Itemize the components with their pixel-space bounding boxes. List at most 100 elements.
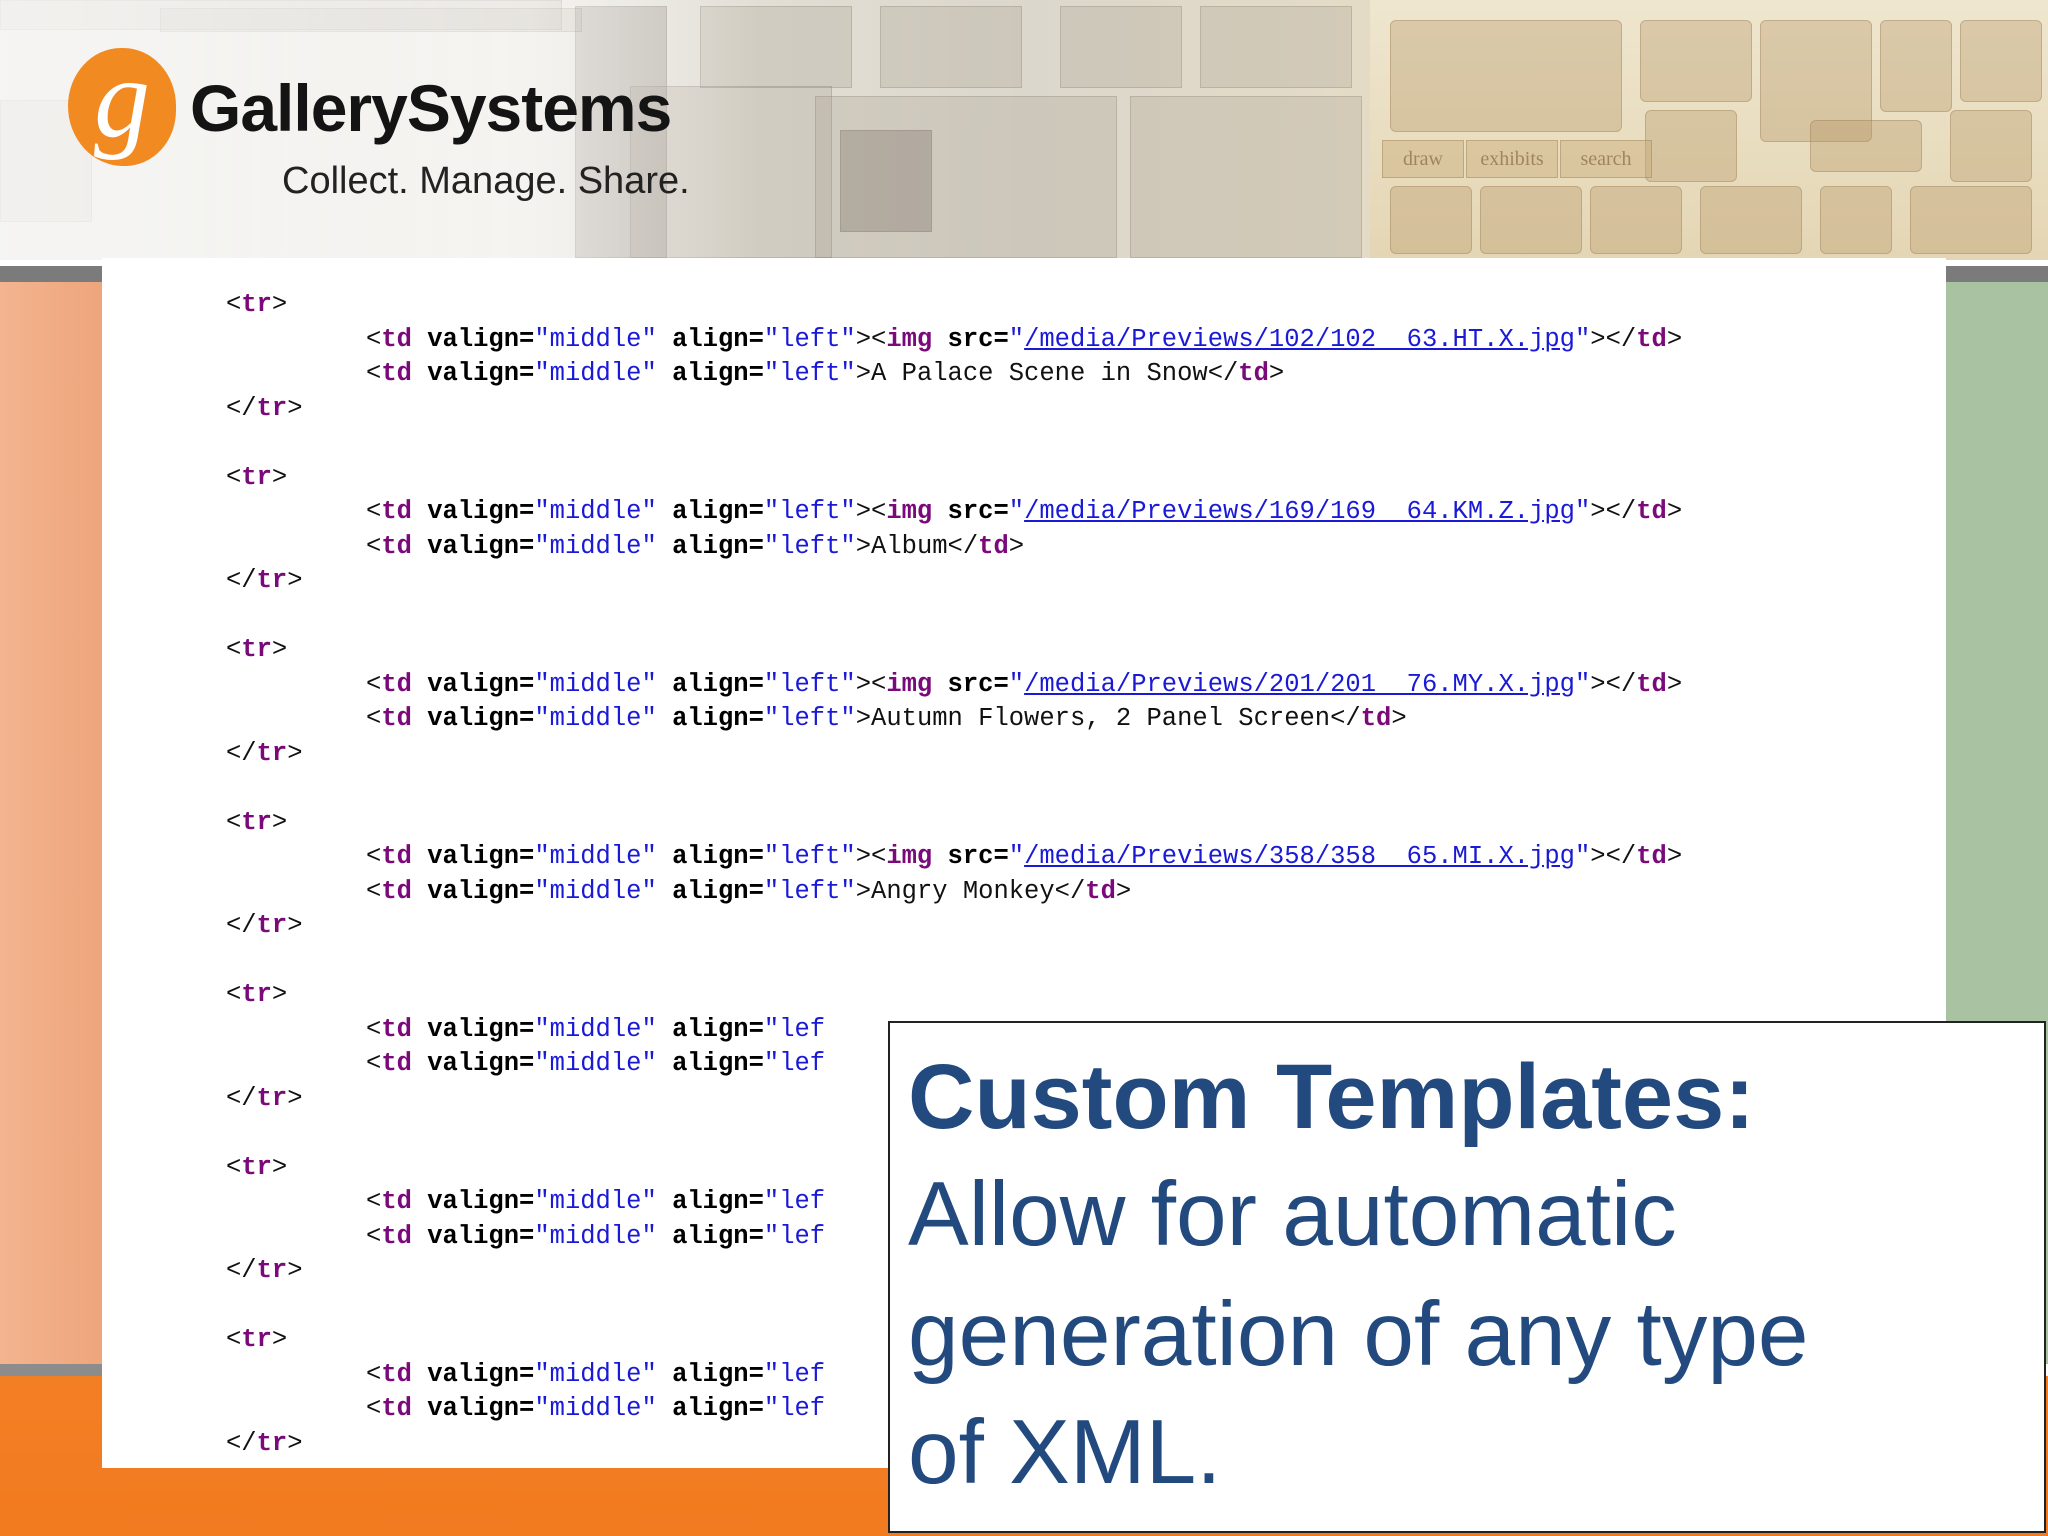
object-title: Album (871, 531, 948, 561)
tag-name: tr (256, 911, 288, 940)
attr-value: "middle" (534, 1359, 657, 1389)
attr-name: valign= (411, 669, 535, 699)
attr-value: "left" (763, 704, 856, 733)
attr-name: valign= (411, 1187, 535, 1216)
banner-object-thumbnail (1645, 110, 1737, 182)
banner-gallery-panel: draw exhibits search (1370, 0, 2048, 260)
object-title: Autumn Flowers, 2 Panel Screen (871, 704, 1331, 733)
tag-name: tr (256, 393, 288, 423)
callout-line: of XML. (908, 1402, 1222, 1503)
tag-name: tr (241, 980, 272, 1009)
attr-name: align= (656, 876, 764, 906)
tag-name: td (978, 531, 1009, 561)
attr-value: "left" (763, 359, 856, 388)
attr-name: align= (656, 1359, 764, 1389)
attr-name: align= (656, 1014, 764, 1044)
divider-band-lower (0, 1364, 102, 1376)
brand-name: GallerySystems (190, 71, 672, 145)
banner-object-thumbnail (1590, 186, 1682, 254)
banner-background-thumb (1200, 6, 1352, 88)
code-tr-close: </tr> (226, 911, 303, 940)
attr-value: "middle" (534, 669, 657, 699)
tag-name: td (381, 1014, 412, 1044)
attr-value: "lef (763, 1394, 826, 1423)
attr-name: valign= (411, 359, 535, 388)
image-src-link[interactable]: /media/Previews/358/358 65.MI.X.jpg (1024, 842, 1575, 871)
attr-value: "middle" (534, 1014, 657, 1044)
tag-name: td (381, 1221, 412, 1251)
image-src-link[interactable]: /media/Previews/169/169 64.KM.Z.jpg (1024, 497, 1575, 526)
attr-name: valign= (411, 1014, 535, 1044)
banner-object-thumbnail (1960, 20, 2042, 102)
tag-name: td (1238, 359, 1269, 388)
code-td-truncated: <td valign="middle" align="lef (366, 1014, 826, 1044)
tag-name: td (381, 324, 412, 354)
custom-templates-callout: Custom Templates: Allow for automatic ge… (888, 1021, 2046, 1533)
banner-background-dialog (1130, 96, 1362, 258)
tag-name: td (381, 1187, 412, 1216)
object-title: A Palace Scene in Snow (871, 359, 1208, 388)
attr-name: valign= (411, 1359, 535, 1389)
tag-name: td (381, 876, 412, 906)
attr-value: "left" (763, 531, 856, 561)
banner-object-thumbnail (1820, 186, 1892, 254)
banner-object-thumbnail (1880, 20, 1952, 112)
tag-name: td (381, 669, 412, 699)
tag-name: tr (241, 1325, 272, 1354)
banner-object-thumbnail (1760, 20, 1872, 142)
tag-name: tr (256, 738, 288, 768)
tag-name: td (1085, 876, 1116, 906)
code-tr-close: </tr> (226, 1428, 303, 1458)
tag-name: tr (256, 1428, 288, 1458)
attr-quote: " (1574, 324, 1591, 354)
tag-name: tr (241, 462, 272, 492)
tag-name: td (381, 497, 412, 526)
attr-value: "middle" (534, 497, 657, 526)
attr-name: align= (656, 1049, 764, 1078)
tag-name: img (886, 669, 933, 699)
code-td-truncated: <td valign="middle" align="lef (366, 1359, 826, 1389)
tag-name: td (381, 531, 412, 561)
attr-value: "middle" (534, 324, 657, 354)
object-title: Angry Monkey (871, 876, 1055, 906)
banner-tab-draw: draw (1382, 140, 1464, 178)
attr-name: align= (656, 324, 764, 354)
attr-value: "left" (763, 497, 856, 526)
tag-name: td (1636, 324, 1667, 354)
attr-name: align= (656, 1187, 764, 1216)
code-tr-close: </tr> (226, 393, 303, 423)
tag-name: tr (241, 290, 272, 319)
image-src-link[interactable]: /media/Previews/201/201 76.MY.X.jpg (1024, 669, 1575, 699)
attr-quote: " (1008, 324, 1025, 354)
banner-object-thumbnail (1910, 186, 2032, 254)
banner-welcome-text-block (1390, 20, 1622, 132)
code-td-image: <td valign="middle" align="left"><img sr… (366, 669, 1683, 699)
attr-value: "middle" (534, 876, 657, 906)
attr-name: valign= (411, 324, 535, 354)
code-tr-close: </tr> (226, 566, 303, 595)
callout-title: Custom Templates: (908, 1046, 1755, 1148)
attr-name: align= (656, 497, 764, 526)
tag-name: img (886, 324, 933, 354)
attr-name: valign= (411, 842, 535, 871)
image-src-link[interactable]: /media/Previews/102/102 63.HT.X.jpg (1024, 324, 1575, 354)
code-td-title: <td valign="middle" align="left">A Palac… (366, 359, 1285, 388)
attr-name: align= (656, 531, 764, 561)
attr-name: align= (656, 704, 764, 733)
banner-background-dialog (815, 96, 1117, 258)
code-tr-open: <tr> (226, 980, 288, 1009)
left-side-panel (0, 282, 102, 1364)
attr-name: src= (932, 497, 1009, 526)
tag-name: td (1636, 497, 1667, 526)
tag-name: tr (256, 566, 288, 595)
attr-name: valign= (411, 497, 535, 526)
attr-name: align= (656, 842, 764, 871)
attr-name: src= (932, 842, 1009, 871)
code-tr-open: <tr> (226, 1325, 288, 1354)
tag-name: td (1636, 669, 1667, 699)
attr-quote: " (1008, 842, 1025, 871)
code-td-truncated: <td valign="middle" align="lef (366, 1394, 826, 1423)
tag-name: td (381, 1359, 412, 1389)
tag-name: td (381, 1394, 412, 1423)
attr-value: "middle" (534, 359, 657, 388)
